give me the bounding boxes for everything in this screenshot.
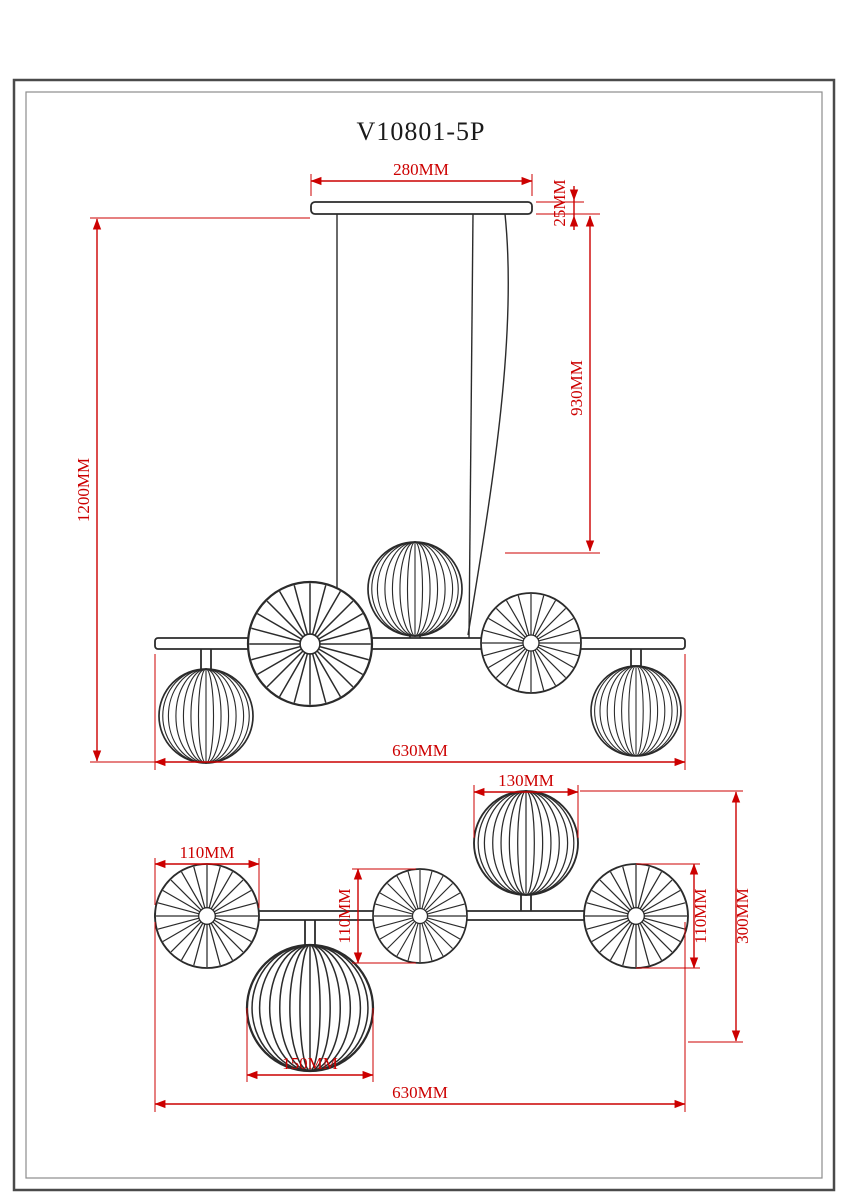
dimension-label-cord-length: 930MM xyxy=(567,360,586,416)
fan-shade-right xyxy=(480,592,582,694)
dimension-left-shade: 110MM xyxy=(154,843,260,908)
drawing-frame-inner xyxy=(25,91,823,1179)
dimension-label-canopy-height: 25MM xyxy=(550,179,569,226)
power-cord-curved xyxy=(467,213,509,636)
plan-globe-large xyxy=(245,943,375,1073)
dimension-label-overall-depth: 300MM xyxy=(733,888,752,944)
dimension-bar-width-front: 630MM xyxy=(154,654,686,770)
plan-fan-left xyxy=(154,863,260,969)
dimension-large-globe: 150MM xyxy=(246,1008,374,1082)
plan-globe-neck-bottom xyxy=(304,917,316,947)
dimension-label-canopy-width: 280MM xyxy=(393,160,449,179)
fixture-bar-front xyxy=(154,637,686,650)
dimension-canopy-height: 25MM xyxy=(536,179,600,230)
plan-globe-neck-top xyxy=(520,892,532,914)
globe-shade-top xyxy=(367,541,463,637)
dimension-label-left-shade: 110MM xyxy=(179,843,234,862)
drawing-title: V10801-5P xyxy=(357,117,486,146)
ceiling-canopy xyxy=(310,201,533,215)
plan-fan-middle xyxy=(372,868,468,964)
dimension-label-right-shade: 110MM xyxy=(691,888,710,943)
front-view: 280MM 25MM 930MM 1200MM xyxy=(74,160,686,770)
fan-shade-left xyxy=(246,580,374,708)
dimension-label-middle-shade: 110MM xyxy=(335,888,354,943)
dimension-canopy-width: 280MM xyxy=(310,160,533,196)
globe-neck-bottom-right xyxy=(630,647,642,667)
dimension-label-overall-height: 1200MM xyxy=(74,458,93,522)
dimension-globe-diameter: 130MM xyxy=(473,771,579,838)
top-view: 130MM 110MM 110MM 110MM 300M xyxy=(154,771,752,1112)
plan-globe-top xyxy=(473,790,579,896)
dimension-right-shade: 110MM xyxy=(636,863,710,969)
dimension-label-globe-diameter: 130MM xyxy=(498,771,554,790)
dimension-overall-height: 1200MM xyxy=(74,217,310,763)
drawing-frame-outer xyxy=(12,78,836,1192)
dimension-middle-shade: 110MM xyxy=(335,868,416,964)
suspension-wire-right xyxy=(468,213,474,639)
dimension-bar-width-plan: 630MM xyxy=(154,922,686,1112)
globe-neck-bottom-left xyxy=(200,647,212,671)
globe-shade-bottom-right xyxy=(590,665,682,757)
dimension-cord-length: 930MM xyxy=(505,215,600,554)
dimension-overall-depth: 300MM xyxy=(580,790,752,1043)
dimension-label-bar-width-front: 630MM xyxy=(392,741,448,760)
dimension-label-bar-width-plan: 630MM xyxy=(392,1083,448,1102)
plan-fan-right xyxy=(583,863,689,969)
dimension-label-large-globe: 150MM xyxy=(282,1054,338,1073)
globe-shade-bottom-left xyxy=(158,668,254,764)
